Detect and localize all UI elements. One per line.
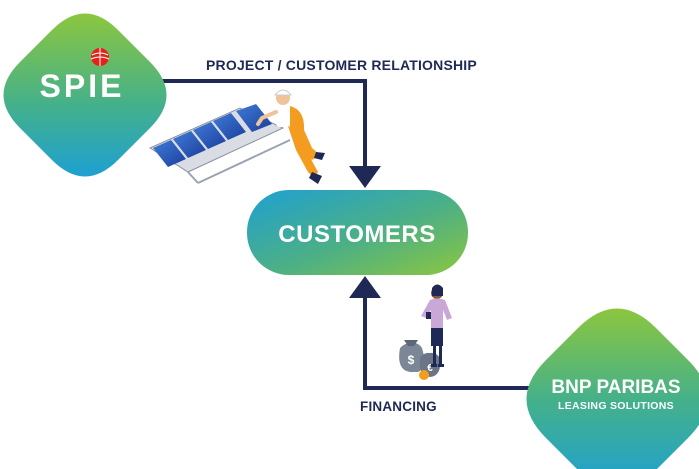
top-flow-label: PROJECT / CUSTOMER RELATIONSHIP	[206, 57, 477, 73]
svg-text:$: $	[408, 353, 415, 367]
bnp-logo-line1: BNP PARIBAS	[551, 377, 680, 398]
top-connector	[148, 79, 381, 188]
woman-with-phone-illustration	[421, 284, 452, 367]
bottom-connector	[349, 276, 545, 390]
bnp-logo-badge: BNP PARIBAS LEASING SOLUTIONS	[526, 308, 699, 469]
customers-label: CUSTOMERS	[278, 221, 435, 248]
spie-logo-text: SPIE	[40, 68, 125, 104]
spie-logo-badge: SPIE	[3, 13, 167, 177]
bottom-flow-label: FINANCING	[360, 399, 437, 414]
up-arrowhead	[349, 276, 381, 298]
customers-node: CUSTOMERS	[247, 190, 468, 275]
bnp-logo-line2: LEASING SOLUTIONS	[558, 400, 674, 412]
solar-technician-illustration	[148, 89, 325, 184]
svg-text:€: €	[427, 363, 433, 374]
down-arrowhead	[349, 166, 381, 188]
